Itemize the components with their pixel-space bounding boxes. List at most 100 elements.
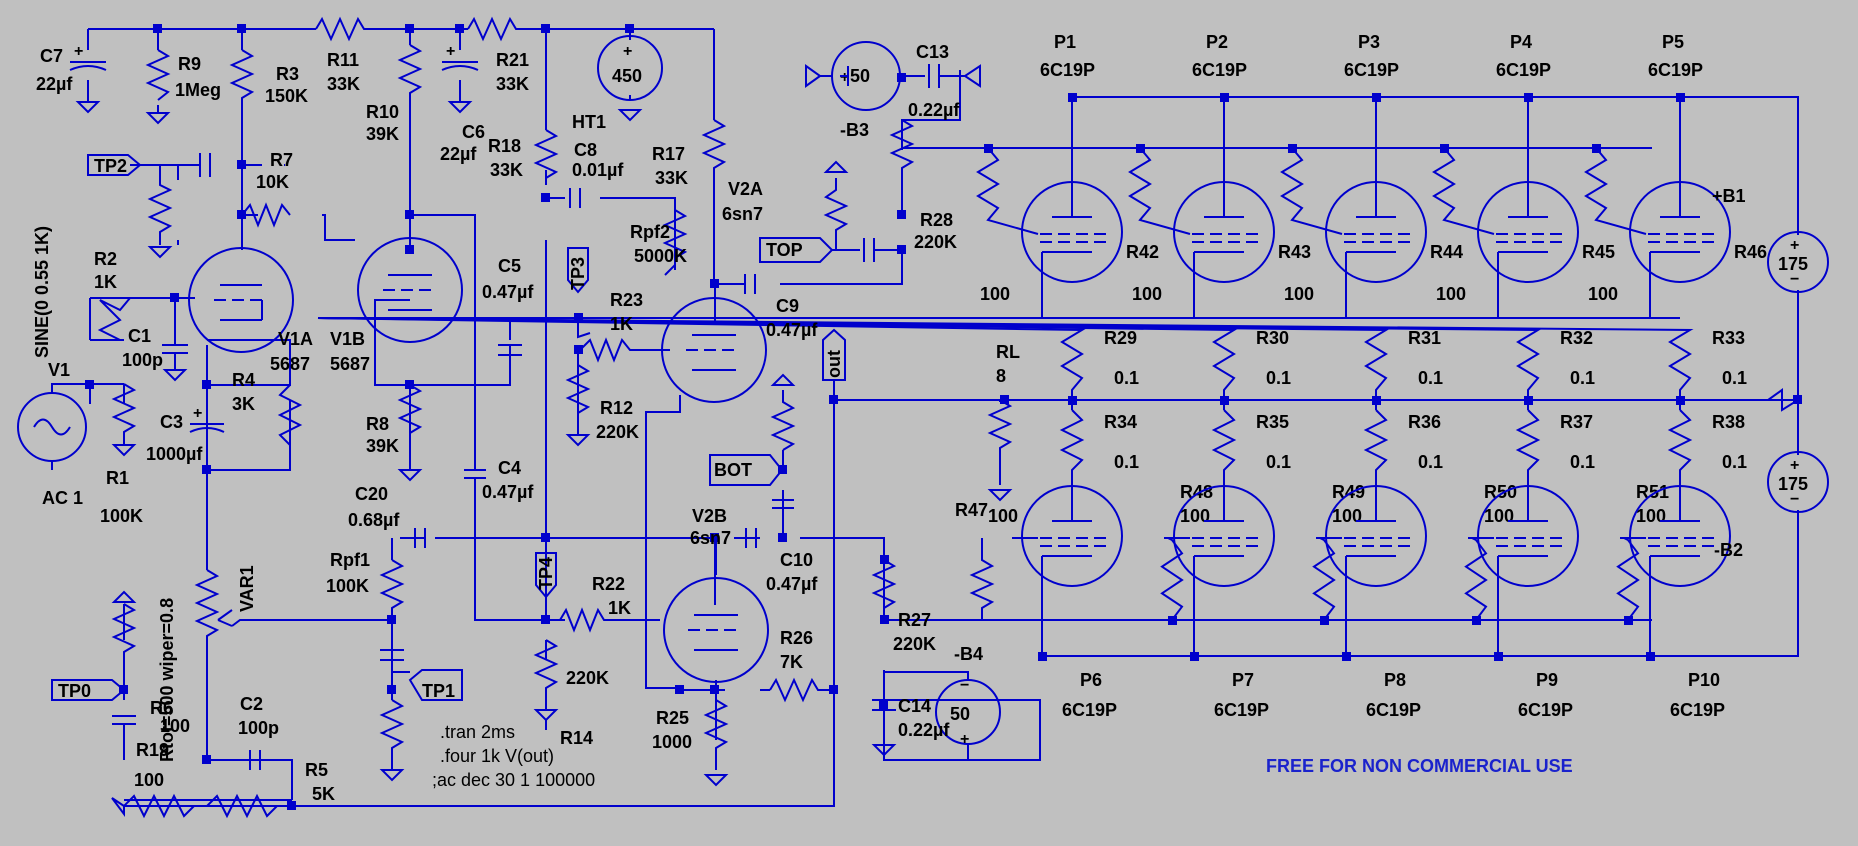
label-tp2: TP2 [94, 156, 127, 176]
label-r36: R36 [1408, 412, 1441, 432]
svg-text:+: + [1790, 237, 1799, 254]
tube-type-p4: 6C19P [1496, 60, 1551, 80]
label-r51: R51 [1636, 482, 1669, 502]
value-c5: 0.47µf [482, 282, 534, 302]
tube-p3-electrodes [1344, 182, 1410, 253]
label-r34: R34 [1104, 412, 1137, 432]
value-v1: AC 1 [42, 488, 83, 508]
label-r33: R33 [1712, 328, 1745, 348]
tube-p8-electrodes [1344, 486, 1410, 557]
tube-type-p10: 6C19P [1670, 700, 1725, 720]
label-r28: R28 [920, 210, 953, 230]
label-r11: R11 [327, 50, 359, 70]
resistor-r34 [1059, 409, 1085, 486]
value-r23: 1K [610, 314, 633, 334]
value-c13: 0.22µf [908, 100, 960, 120]
tube-type-p5: 6C19P [1648, 60, 1703, 80]
value-r4: 3K [232, 394, 255, 414]
tube-name-p6: P6 [1080, 670, 1102, 690]
label-r9: R9 [178, 54, 201, 74]
resistor-r36 [1363, 409, 1389, 486]
tube-name-p7: P7 [1232, 670, 1254, 690]
label-bot: BOT [714, 460, 752, 480]
value-r32: 0.1 [1570, 368, 1595, 388]
value-rl: 8 [996, 366, 1006, 386]
junction-plate-p5 [1676, 93, 1685, 102]
value-r35: 0.1 [1266, 452, 1291, 472]
value-r9: 1Meg [175, 80, 221, 100]
value-r48: 100 [1180, 506, 1210, 526]
tube-type-p2: 6C19P [1192, 60, 1247, 80]
label-v1b: V1B [330, 329, 365, 349]
svg-text:+: + [840, 69, 849, 86]
label-r6: R6 [150, 698, 173, 718]
label-r38: R38 [1712, 412, 1745, 432]
value-r34: 0.1 [1114, 452, 1139, 472]
label-r46: R46 [1734, 242, 1767, 262]
label-r31: R31 [1408, 328, 1441, 348]
label-r45: R45 [1582, 242, 1615, 262]
junction-grid-p1 [984, 144, 993, 153]
tube-name-p8: P8 [1384, 670, 1406, 690]
label-v1: V1 [48, 360, 70, 380]
label-out: out [824, 350, 844, 378]
label-rpf1: Rpf1 [330, 550, 370, 570]
value-b2: 175 [1778, 474, 1808, 494]
junction-plate-p3 [1372, 93, 1381, 102]
label-rpf2: Rpf2 [630, 222, 670, 242]
value-r49: 100 [1332, 506, 1362, 526]
svg-text:+: + [623, 43, 632, 60]
value-r30: 0.1 [1266, 368, 1291, 388]
tube-p4-electrodes [1496, 182, 1562, 253]
svg-text:+: + [960, 731, 969, 748]
label-r21: R21 [496, 50, 529, 70]
value-rpf1: 100K [326, 576, 369, 596]
resistor-r45 [1432, 147, 1495, 235]
label-r25: R25 [656, 708, 689, 728]
label-c4: C4 [498, 458, 521, 478]
tube-type-p6: 6C19P [1062, 700, 1117, 720]
resistor-r38 [1667, 409, 1693, 486]
resistor-r43 [1128, 147, 1191, 235]
junction-grid-p8 [1472, 616, 1481, 625]
value-r45: 100 [1436, 284, 1466, 304]
resistor-r42 [976, 147, 1039, 235]
label-r2: R2 [94, 249, 117, 269]
value-v1b: 5687 [330, 354, 370, 374]
label-v2a: V2A [728, 179, 763, 199]
value-r3: 150K [265, 86, 308, 106]
value-c4: 0.47µf [482, 482, 534, 502]
junction-cathode-p9 [1494, 652, 1503, 661]
label-tp4: TP4 [536, 557, 556, 590]
label-r35: R35 [1256, 412, 1289, 432]
value-r14: 220K [566, 668, 609, 688]
label-c2: C2 [240, 694, 263, 714]
label-r7: R7 [270, 150, 293, 170]
label-c10: C10 [780, 550, 813, 570]
resistor-r50 [1464, 537, 1488, 621]
label-b3: -B3 [840, 120, 869, 140]
value-r1: 100K [100, 506, 143, 526]
value-v2b: 6sn7 [690, 528, 731, 548]
label-r42: R42 [1126, 242, 1159, 262]
junction-grid-p6 [1168, 616, 1177, 625]
spice-line-2: .four 1k V(out) [440, 746, 554, 766]
value-r28: 220K [914, 232, 957, 252]
label-r48: R48 [1180, 482, 1213, 502]
value-v2a: 6sn7 [722, 204, 763, 224]
label-r18: R18 [488, 136, 521, 156]
label-r12: R12 [600, 398, 633, 418]
junction-grid-p5 [1592, 144, 1601, 153]
value-c20: 0.68µf [348, 510, 400, 530]
tube-p10-electrodes [1648, 486, 1714, 557]
label-c13: C13 [916, 42, 949, 62]
resistor-r35 [1211, 409, 1237, 486]
label-r23: R23 [610, 290, 643, 310]
tube-p1-electrodes [1040, 182, 1106, 253]
value-b3: 50 [850, 66, 870, 86]
label-r47: R47 [955, 500, 988, 520]
junction-grid-p2 [1136, 144, 1145, 153]
svg-text:−: − [960, 677, 969, 694]
label-r19: R19 [136, 740, 169, 760]
